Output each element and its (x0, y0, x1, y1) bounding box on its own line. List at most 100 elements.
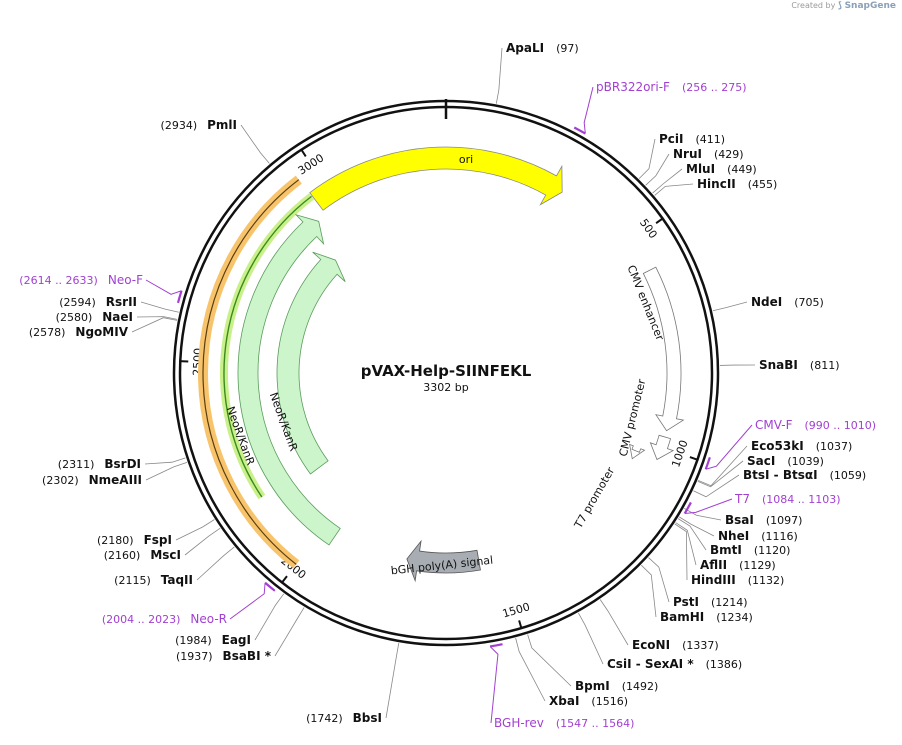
restriction-site-label[interactable]: (2578)NgoMIV (29, 325, 129, 339)
restriction-site-line (578, 612, 604, 665)
enzyme-position: (1120) (754, 544, 791, 557)
restriction-site-label[interactable]: HindIII(1132) (691, 573, 784, 587)
restriction-site-label[interactable]: (2594)RsrII (59, 295, 137, 309)
enzyme-position: (2934) (161, 119, 198, 132)
enzyme-name: NdeI (751, 295, 782, 309)
enzyme-name: HindIII (691, 573, 736, 587)
enzyme-position: (1214) (711, 596, 748, 609)
enzyme-position: (1037) (816, 440, 853, 453)
orf-line-green (223, 195, 312, 498)
restriction-site-label[interactable]: (2934)PmlI (161, 118, 237, 132)
restriction-site-label[interactable]: (2160) MscI (104, 548, 181, 562)
enzyme-position: (811) (810, 359, 840, 372)
enzyme-position: (97) (556, 42, 579, 55)
primer-name: pBR322ori-F (596, 80, 670, 94)
primer-label[interactable]: BGH-rev(1547 .. 1564) (494, 716, 634, 730)
enzyme-name: TaqII (161, 573, 193, 587)
feature-t7-promoter (629, 443, 646, 460)
primer-range: (990 .. 1010) (804, 419, 876, 432)
restriction-site-label[interactable]: (1937) BsaBI * (176, 649, 272, 663)
enzyme-position: (2160) (104, 549, 141, 562)
primer-line (489, 646, 499, 724)
restriction-site-line (144, 457, 186, 465)
enzyme-position: (455) (748, 178, 778, 191)
primer-label[interactable]: (2614 .. 2633)Neo-F (19, 273, 143, 287)
restriction-site-line (385, 642, 400, 719)
enzyme-name: NheI (718, 529, 749, 543)
scale-tick (280, 575, 288, 584)
primer-range: (2004 .. 2023) (102, 613, 181, 626)
restriction-site-label[interactable]: SacI(1039) (747, 454, 824, 468)
restriction-site-label[interactable]: BmtI(1120) (710, 543, 790, 557)
restriction-site-label[interactable]: NdeI(705) (751, 295, 824, 309)
restriction-site-label[interactable]: Eco53kI(1037) (751, 439, 852, 453)
enzyme-name: EcoNI (632, 638, 670, 652)
primer-label[interactable]: T7 (1084 .. 1103) (734, 492, 841, 506)
plasmid-backbone (172, 99, 720, 647)
enzyme-name: BpmI (575, 679, 610, 693)
enzyme-name: MscI (150, 548, 181, 562)
restriction-site-label[interactable]: EcoNI(1337) (632, 638, 719, 652)
primer-label[interactable]: pBR322ori-F(256 .. 275) (596, 80, 747, 94)
enzyme-name: NaeI (102, 310, 133, 324)
restriction-site-label[interactable]: (2580) NaeI (56, 310, 133, 324)
scale-tick-label: 500 (637, 216, 660, 241)
restriction-site-label[interactable]: MluI(449) (686, 162, 757, 176)
restriction-site-line (175, 519, 215, 541)
credit-prefix: Created by (791, 1, 836, 10)
credit-brand: SnapGene (844, 1, 896, 11)
restriction-site-label[interactable]: NheI(1116) (718, 529, 798, 543)
enzyme-name: NruI (673, 147, 702, 161)
restriction-site-label[interactable]: CsiI - SexAI *(1386) (607, 657, 742, 671)
restriction-site-line (678, 516, 715, 537)
restriction-site-label[interactable]: BpmI(1492) (575, 679, 658, 693)
restriction-site-line (145, 461, 188, 481)
enzyme-name: SnaBI (759, 358, 798, 372)
primer-name: CMV-F (755, 418, 793, 432)
enzyme-position: (1984) (175, 634, 212, 647)
scale-tick-label: 3000 (296, 151, 327, 177)
restriction-site-label[interactable]: BtsI - BtsαI(1059) (743, 468, 866, 482)
primer-name: Neo-F (108, 273, 143, 287)
restriction-site-label[interactable]: ApaLI(97) (506, 41, 579, 55)
restriction-site-label[interactable]: BsaI(1097) (725, 513, 802, 527)
feature-ori (309, 146, 563, 211)
restriction-site-line (645, 153, 670, 186)
restriction-site-label[interactable]: AflII(1129) (700, 558, 776, 572)
restriction-site-label[interactable]: PciI(411) (659, 132, 725, 146)
restriction-site-line (527, 634, 572, 687)
restriction-site-line (136, 316, 178, 320)
restriction-site-label[interactable]: XbaI(1516) (549, 694, 628, 708)
feature-neor-kanr-2 (276, 251, 346, 475)
restriction-site-label[interactable]: PstI (1214) (673, 595, 748, 609)
primer-name: T7 (734, 492, 750, 506)
restriction-site-line (641, 564, 657, 618)
restriction-site-label[interactable]: (2311)BsrDI (58, 457, 141, 471)
enzyme-position: (1937) (176, 650, 213, 663)
primer-label[interactable]: CMV-F (990 .. 1010) (755, 418, 876, 432)
enzyme-position: (2580) (56, 311, 93, 324)
enzyme-name: BsaBI * (223, 649, 272, 663)
feature-cmv-enhancer (642, 266, 685, 432)
primer-line (684, 498, 733, 514)
restriction-site-label[interactable]: (2302)NmeAIII (42, 473, 142, 487)
enzyme-position: (2180) (97, 534, 134, 547)
restriction-site-label[interactable]: (1984)EagI (175, 633, 251, 647)
restriction-site-label[interactable]: NruI(429) (673, 147, 744, 161)
enzyme-position: (2311) (58, 458, 95, 471)
enzyme-name: PstI (673, 595, 699, 609)
enzyme-name: BtsI - BtsαI (743, 468, 818, 482)
restriction-sites-layer: ApaLI(97) PciI(411)NruI(429)MluI(449)Hinc… (29, 41, 866, 725)
restriction-site-label[interactable]: SnaBI (811) (759, 358, 840, 372)
restriction-site-label[interactable]: (2180)FspI (97, 533, 172, 547)
restriction-site-label[interactable]: (1742)BbsI (306, 711, 382, 725)
feature-label-ori: ori (459, 153, 473, 166)
enzyme-name: BamHI (660, 610, 704, 624)
enzyme-position: (1742) (306, 712, 343, 725)
primer-range: (1084 .. 1103) (762, 493, 841, 506)
restriction-site-label[interactable]: HincII(455) (697, 177, 777, 191)
feature-neor-kanr (237, 213, 341, 546)
restriction-site-label[interactable]: BamHI(1234) (660, 610, 753, 624)
primer-label[interactable]: (2004 .. 2023)Neo-R (102, 612, 227, 626)
restriction-site-label[interactable]: (2115)TaqII (114, 573, 193, 587)
